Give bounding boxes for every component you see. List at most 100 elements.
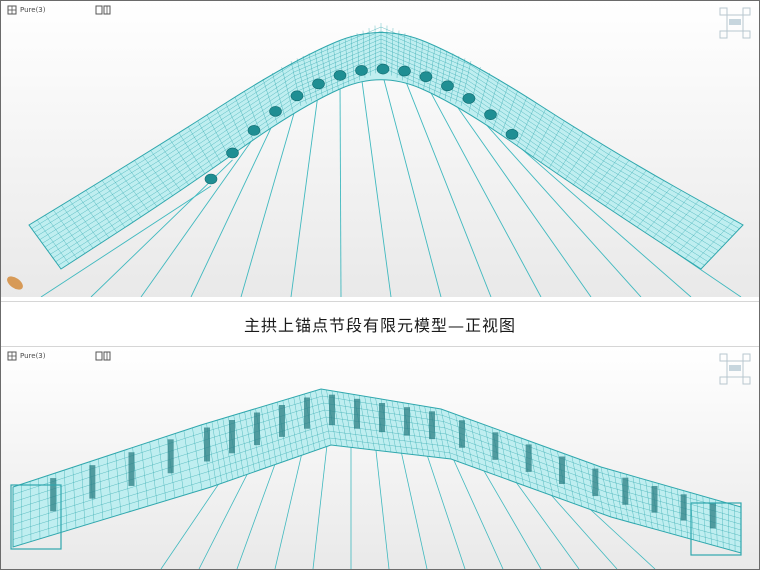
mesh-line-cross [337,391,348,447]
mesh-line-cross [620,175,656,218]
mesh-line-cross [110,175,142,218]
mesh-line-cross [684,214,726,259]
mesh-line-long [47,50,719,251]
diaphragm-plate [379,403,385,433]
arch-front-view-model[interactable] [1,1,759,297]
mesh-line-cross [468,66,481,112]
mesh-line-cross [308,53,318,100]
mesh-line-cross [61,205,94,249]
mesh-line-cross [211,421,223,484]
mesh-line-cross [450,55,460,102]
mesh-line-cross [692,219,735,264]
mesh-line-cross [183,430,194,493]
mesh-line-cross [169,138,198,180]
mesh-line-cross [225,102,246,146]
stay-cable [240,102,298,297]
mesh-line-cross [391,400,403,454]
mesh-line-cross [102,180,134,223]
display-mode-label: Pure(3) [20,352,46,360]
mesh-line-cross [188,126,214,169]
mesh-line-cross [440,408,452,460]
diaphragm-plate [204,427,210,462]
mesh-line-cross [628,180,664,223]
mesh-line-cross [260,406,272,467]
diaphragm-plate [404,407,410,436]
stay-cable [382,75,442,297]
mesh-line-cross [435,408,446,459]
anchor-block [505,129,519,140]
mesh-line-cross [192,427,203,490]
diaphragm-plate [167,439,174,474]
mesh-line-cross [233,415,244,476]
mesh-line-cross [314,50,323,97]
mesh-lines [28,23,744,270]
mesh-line-cross [676,210,717,254]
mesh-line-cross [564,453,575,504]
mesh-line-cross [644,190,682,233]
view-toggle-button[interactable] [95,5,111,15]
diaphragm-plate [279,405,285,437]
mesh-line-cross [413,404,424,456]
mesh-line-cross [572,144,602,186]
mesh-line-cross [118,170,150,212]
mesh-line-cross [81,464,86,526]
top-toolbar: Pure(3) [7,3,111,17]
mesh-line-cross [423,43,430,90]
mesh-line-cross [359,395,370,450]
stay-cable [425,83,542,297]
stay-cable [361,77,392,297]
mesh-line-cross [721,501,724,549]
diaphragm-plate [329,394,335,426]
mesh-line-cross [506,432,517,483]
anchor-block [419,71,433,83]
view-cube-icon[interactable] [717,5,753,41]
mesh-line-cross [556,132,584,175]
mesh-line-cross [448,411,459,462]
mesh-mode-icon [7,5,17,15]
anchor-block [441,80,454,92]
view-toggle-button-bottom[interactable] [95,351,111,361]
mesh-line-cross [253,84,270,129]
diaphragm-plate [622,477,629,505]
mesh-line-cross [197,120,222,163]
diaphragm-plate [128,452,135,486]
diaphragm-plate [525,444,532,472]
diaphragm-plate [492,432,499,460]
mesh-line-cross [612,170,647,212]
mesh-line-cross [38,478,41,539]
mesh-line-cross [728,503,730,550]
mesh-line-cross [658,483,665,532]
mesh-line-cross [85,190,118,233]
mesh-line-cross [564,138,593,180]
mesh-line-cross [639,477,647,527]
mesh-line-cross [244,411,255,472]
mesh-line-cross [600,466,612,518]
mesh-line-cross [418,40,424,88]
mesh-line-cross [652,195,691,238]
mesh-line-cross [700,224,744,270]
bottom-viewport[interactable]: Pure(3) [1,347,759,569]
view-toggle-icon [95,5,111,15]
diaphragm-plate [592,468,599,497]
anchor-block [398,65,411,77]
mesh-line-cross [513,435,524,486]
mesh-line-cross [93,185,126,228]
mesh-line-cross [499,430,510,481]
display-mode-button-bottom[interactable]: Pure(3) [7,351,45,361]
view-cube-icon[interactable] [717,351,753,387]
arch-iso-view-model[interactable] [1,347,759,569]
mesh-line-cross [288,398,299,457]
mesh-line-cross [460,60,472,107]
top-viewport[interactable]: Pure(3) [1,1,759,297]
mesh-line-cross [364,396,375,451]
mesh-line-cross [178,132,206,175]
mesh-line-cross [645,479,653,529]
display-mode-button[interactable]: Pure(3) [7,5,45,15]
diaphragm-plate [429,411,435,440]
mesh-line-cross [455,58,466,104]
figure-caption: 主拱上锚点节段有限元模型—正视图 [1,301,759,347]
mesh-line-cross [47,475,50,537]
mesh-line-cross [532,114,556,158]
mesh-line-cross [348,393,359,449]
view-toggle-icon [95,351,111,361]
